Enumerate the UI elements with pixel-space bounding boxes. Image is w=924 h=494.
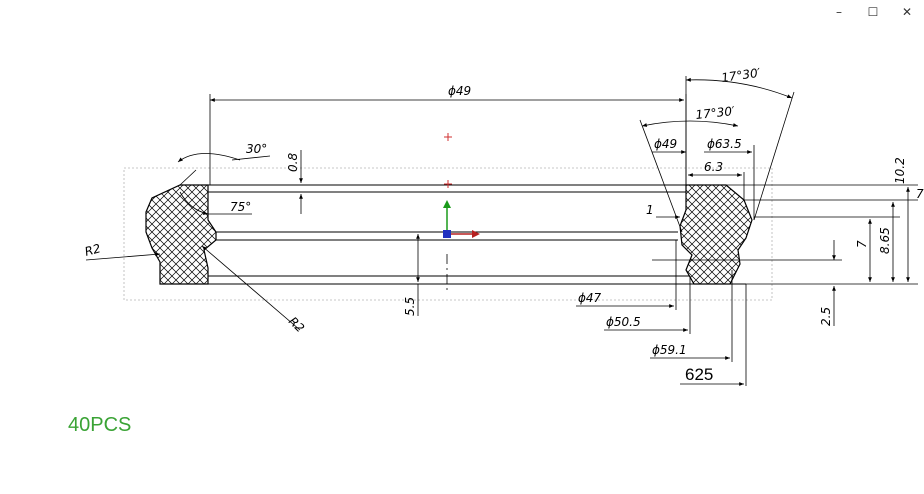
dim-lip-0-8: 0.8: [286, 153, 300, 172]
dim-angle-75: 75°: [230, 200, 251, 214]
dim-height-2-5: 2.5: [819, 307, 833, 326]
dim-height-10-2: 10.2: [893, 157, 907, 184]
maximize-button[interactable]: ☐: [856, 0, 890, 24]
right-seal-section: [679, 184, 753, 285]
dim-height-8-65: 8.65: [878, 227, 892, 254]
drawing-boundary: [123, 167, 773, 301]
dim-dia-63-5: ϕ63.5: [707, 137, 742, 151]
dim-dia-59-1: ϕ59.1: [652, 343, 687, 357]
dim-angle-17-30-inner: 17°30′: [695, 104, 736, 122]
dim-angle-17-30-outer: 17°30′: [720, 66, 761, 85]
dim-gap-1: 1: [646, 203, 654, 217]
dim-height-5-5: 5.5: [403, 297, 417, 316]
center-markers: [443, 133, 480, 290]
dim-dia-49-top: ϕ49: [448, 84, 471, 98]
seal-body-lines: [208, 184, 746, 285]
dim-radius-left: R2: [83, 241, 102, 259]
dim-dia-62-5: 625: [685, 365, 713, 384]
window-controls: – ☐ ✕: [822, 0, 924, 24]
dim-width-6-3: 6.3: [704, 160, 723, 174]
left-seal-section: [145, 184, 217, 285]
dim-angle-30: 30°: [246, 142, 267, 156]
maximize-icon: ☐: [867, 5, 879, 19]
dim-edge-7: 7: [916, 187, 924, 201]
dim-dia-50-5: ϕ50.5: [606, 315, 641, 329]
close-button[interactable]: ✕: [890, 0, 924, 24]
dim-height-7: 7: [855, 240, 869, 248]
minimize-icon: –: [836, 5, 842, 19]
dim-dia-49-right: ϕ49: [654, 137, 677, 151]
close-icon: ✕: [901, 5, 913, 19]
quantity-note: 40PCS: [68, 414, 132, 436]
dim-dia-47: ϕ47: [578, 291, 602, 305]
minimize-button[interactable]: –: [822, 0, 856, 24]
dim-radius-bottom: R2: [286, 314, 307, 335]
